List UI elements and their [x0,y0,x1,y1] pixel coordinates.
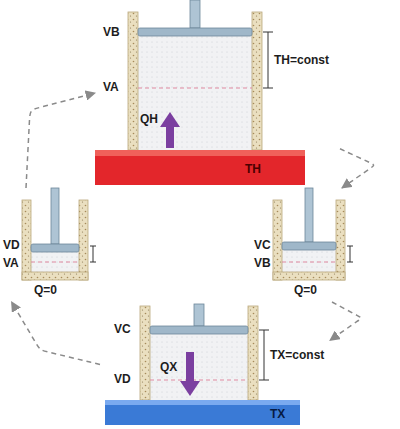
temperature-label: TX=const [270,348,324,362]
heat-label: Q=0 [294,283,317,297]
piston-rod [51,188,59,244]
insulated-bottom [273,272,345,280]
insulated-wall [22,200,31,280]
adiabatic-stage [22,188,96,280]
piston [150,326,248,334]
insulated-wall [252,12,262,150]
heat-label: QH [140,112,158,126]
heat-label: QX [160,360,177,374]
cycle-arrow [26,93,95,188]
previous-piston-line [138,87,252,88]
volume-label: VD [114,372,131,386]
heat-arrow [166,126,174,148]
volume-label: VC [254,238,271,252]
volume-label: VD [3,238,20,252]
hot-plate-top [95,150,305,156]
volume-label: VC [114,322,131,336]
insulated-wall [336,200,345,280]
volume-bracket [90,246,96,262]
hot-stage [95,0,305,185]
insulated-bottom [22,272,88,280]
volume-label: VB [254,256,271,270]
insulated-wall [79,200,88,280]
cycle-stage: VC VB Q=0 [252,188,352,302]
volume-bracket [263,32,273,88]
cycle-arrow [12,302,100,365]
cold-stage [105,304,300,425]
temperature-label: TH=const [274,53,329,67]
previous-piston-line [282,261,336,262]
gas [31,252,79,272]
temperature-label: TH [245,162,261,176]
insulated-wall [248,306,258,400]
cycle-stage: VD VA Q=0 [2,188,98,302]
cycle-arrow [340,149,374,188]
insulated-wall [273,200,282,280]
heat-label: Q=0 [34,283,57,297]
piston [138,28,252,36]
piston [282,242,336,250]
heat-arrow-head [180,381,200,396]
cycle-stage: VB VA TH=constQH TH [95,0,340,186]
cold-plate-top [105,400,300,405]
insulated-wall [140,306,150,400]
volume-label: VB [103,25,120,39]
gas [150,334,248,400]
adiabatic-stage [273,188,353,280]
volume-bracket [347,246,353,262]
cycle-stage: VC VD TX=constQX TX [100,304,330,425]
insulated-wall [128,12,138,150]
cold-plate [105,400,300,425]
gas [138,36,252,150]
temperature-label: TX [270,407,285,421]
piston-rod [305,188,313,242]
piston-rod [194,304,204,326]
gas [282,250,336,272]
volume-bracket [259,330,269,380]
previous-piston-line [31,261,79,262]
piston-rod [190,0,200,28]
hot-plate [95,150,305,185]
cycle-arrow [330,302,361,340]
volume-label: VA [3,256,19,270]
previous-piston-line [150,379,248,380]
volume-label: VA [103,80,119,94]
piston [31,244,79,252]
heat-arrow-head [160,112,180,127]
heat-arrow [186,352,194,382]
